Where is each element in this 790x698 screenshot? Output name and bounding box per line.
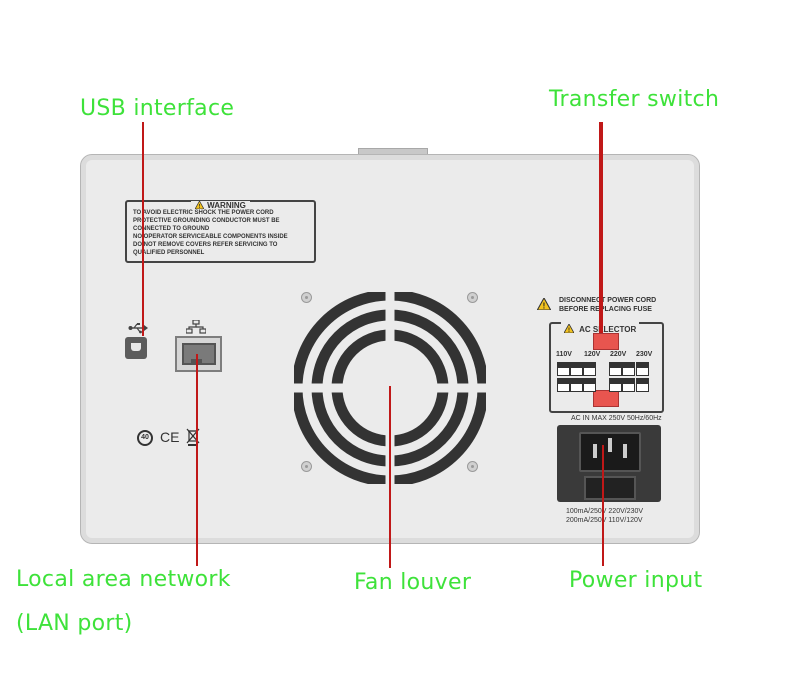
- warning-line: QUALIFIED PERSONNEL: [133, 250, 205, 256]
- voltage-label: 120V: [584, 351, 601, 358]
- selector-switch[interactable]: [609, 378, 622, 392]
- label-fan-louver: Fan louver: [354, 570, 472, 595]
- fan-screw: [301, 292, 312, 303]
- fuse-notice-line1: DISCONNECT POWER CORD: [559, 297, 657, 304]
- warning-triangle-icon: !: [537, 298, 551, 310]
- fuse-notice-line2: BEFORE REPLACING FUSE: [559, 306, 652, 313]
- fan-screw: [467, 461, 478, 472]
- selector-switch[interactable]: [557, 362, 570, 376]
- selector-switch[interactable]: [622, 362, 635, 376]
- selector-switch[interactable]: [636, 362, 649, 376]
- env-mark-icon: 40: [137, 430, 153, 446]
- warning-line: TO AVOID ELECTRIC SHOCK THE POWER CORD: [133, 210, 274, 216]
- leader-line-lan: [196, 354, 198, 566]
- fan-screw: [301, 461, 312, 472]
- fan-screw: [467, 292, 478, 303]
- selector-switch[interactable]: [583, 362, 596, 376]
- leader-line-transfer: [599, 122, 603, 333]
- fuse-rating-row1: 100mA/250V 220V/230V: [566, 508, 644, 515]
- label-transfer-switch: Transfer switch: [549, 87, 720, 112]
- selector-switch[interactable]: [570, 362, 583, 376]
- label-lan-line2: (LAN port): [16, 611, 133, 636]
- selector-switch[interactable]: [636, 378, 649, 392]
- fuse-bottom[interactable]: [593, 390, 619, 407]
- leader-line-power: [602, 445, 604, 566]
- svg-text:!: !: [568, 328, 570, 333]
- selector-switch[interactable]: [583, 378, 596, 392]
- usb-port[interactable]: [125, 337, 147, 359]
- warning-title: WARNING: [207, 201, 246, 210]
- warning-line: PROTECTIVE GROUNDING CONDUCTOR MUST BE: [133, 218, 280, 224]
- label-power-input: Power input: [569, 568, 703, 593]
- power-socket[interactable]: [557, 425, 661, 502]
- leader-line-fan: [389, 386, 391, 568]
- leader-line-usb: [142, 122, 144, 336]
- ac-selector-title: AC SELECTOR: [579, 325, 637, 334]
- top-tab: [358, 148, 428, 157]
- selector-switch[interactable]: [570, 378, 583, 392]
- network-symbol-icon: [186, 320, 206, 334]
- warning-triangle-icon: !: [194, 200, 205, 210]
- voltage-label: 230V: [636, 351, 653, 358]
- warning-line: DO NOT REMOVE COVERS REFER SERVICING TO: [133, 242, 278, 248]
- lan-port[interactable]: [175, 336, 222, 372]
- selector-switch[interactable]: [557, 378, 570, 392]
- label-usb-interface: USB interface: [80, 96, 235, 121]
- voltage-label: 110V: [556, 351, 572, 358]
- fuse-rating-row2: 200mA/250V 110V/120V: [566, 517, 643, 524]
- fuse-top[interactable]: [593, 333, 619, 350]
- fuse-holder[interactable]: [584, 476, 636, 500]
- voltage-label: 220V: [610, 351, 627, 358]
- warning-triangle-icon: !: [563, 323, 575, 334]
- warning-line: CONNECTED TO GROUND: [133, 226, 210, 232]
- svg-text:!: !: [199, 204, 201, 209]
- label-lan-line1: Local area network: [16, 567, 231, 592]
- ce-mark-icon: CE: [160, 429, 180, 445]
- usb-symbol-icon: [128, 323, 148, 334]
- selector-switch[interactable]: [622, 378, 635, 392]
- svg-text:!: !: [543, 302, 546, 310]
- warning-label: ! WARNING TO AVOID ELECTRIC SHOCK THE PO…: [125, 200, 316, 263]
- power-rating: AC IN MAX 250V 50Hz/60Hz: [571, 415, 662, 422]
- selector-switch[interactable]: [609, 362, 622, 376]
- warning-line: NO OPERATOR SERVICEABLE COMPONENTS INSID…: [133, 234, 288, 240]
